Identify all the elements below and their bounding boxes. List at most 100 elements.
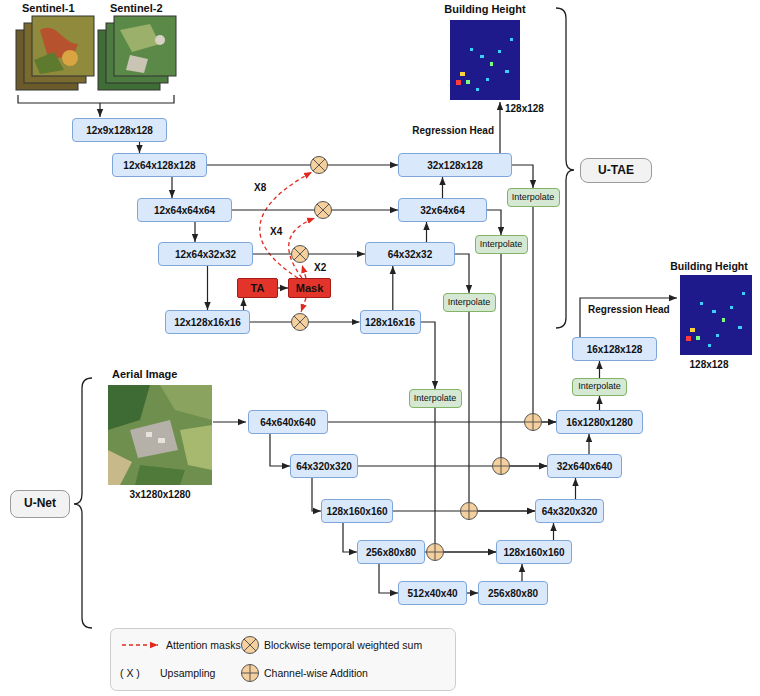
upsampling-factor: X2 xyxy=(314,262,326,274)
box-label: 16x128x128 xyxy=(587,344,643,355)
height-map xyxy=(680,275,752,355)
box-label: Interpolate xyxy=(578,382,621,392)
section-tag: U-Net xyxy=(10,490,70,518)
tensor-box: 64x320x320 xyxy=(290,454,358,478)
interpolate-box: Interpolate xyxy=(409,389,462,408)
section-bracket xyxy=(74,378,92,628)
legend-text: Channel-wise Addition xyxy=(264,667,368,679)
tensor-box: 128x160x160 xyxy=(496,540,572,564)
box-label: 256x80x80 xyxy=(488,588,538,599)
connector xyxy=(207,164,398,165)
box-label: 32x640x640 xyxy=(557,461,613,472)
connector xyxy=(278,287,288,288)
tensor-box: 64x32x32 xyxy=(365,242,455,266)
tensor-box: 512x40x40 xyxy=(398,581,467,605)
aerial-photo xyxy=(158,438,165,443)
interpolate-box: Interpolate xyxy=(507,188,560,207)
tensor-box: 16x1280x1280 xyxy=(556,410,643,434)
connector xyxy=(194,222,195,242)
weighted-sum-symbol xyxy=(292,314,309,331)
upsampling-factor: X4 xyxy=(270,226,282,238)
attention-mask-arrows xyxy=(260,172,312,278)
tensor-box: 32x64x64 xyxy=(398,198,487,222)
aerial-photo xyxy=(108,385,212,485)
aerial-photo xyxy=(180,425,212,470)
legend-symbol: ( X ) xyxy=(120,667,140,679)
attention-mask-arrows xyxy=(289,218,315,278)
sentinel-2-stack xyxy=(155,35,165,45)
box-label: 128x16x16 xyxy=(365,317,415,328)
legend-text: Attention masks xyxy=(166,639,241,651)
aerial-photo xyxy=(108,385,212,485)
tensor-box: 64x640x640 xyxy=(248,410,328,434)
height-map xyxy=(742,292,745,295)
height-map xyxy=(700,302,703,305)
addition-symbol xyxy=(525,414,542,431)
aerial-photo xyxy=(108,385,150,430)
tensor-box: 12x64x128x128 xyxy=(112,153,207,177)
regression-arrow xyxy=(580,298,677,337)
box-label: 12x64x64x64 xyxy=(154,205,215,216)
connector xyxy=(207,266,208,310)
box-label: Mask xyxy=(296,282,324,294)
box-label: 64x32x32 xyxy=(388,249,433,260)
image-caption: Sentinel-2 xyxy=(110,2,163,15)
box-label: 12x64x32x32 xyxy=(175,249,236,260)
dimension-label: 128x128 xyxy=(505,103,544,115)
sentinel-2-stack xyxy=(98,16,176,90)
height-map xyxy=(680,275,752,355)
weighted-sum-symbol xyxy=(292,246,309,263)
box-label: 256x80x80 xyxy=(366,547,416,558)
output-caption: Building Height xyxy=(430,3,540,16)
height-map xyxy=(498,50,501,53)
connector xyxy=(442,177,443,198)
tensor-box: 256x80x80 xyxy=(357,540,425,564)
input-bracket xyxy=(18,95,174,117)
tensor-box: 32x640x640 xyxy=(547,454,622,478)
tensor-box: 12x9x128x128 xyxy=(72,118,167,142)
addition-symbol xyxy=(427,544,444,561)
box-label: 512x40x40 xyxy=(407,588,457,599)
height-map xyxy=(738,326,742,329)
height-map xyxy=(476,88,479,91)
legend-panel xyxy=(111,629,456,691)
tensor-box: 64x320x320 xyxy=(535,499,604,523)
height-map xyxy=(470,48,473,51)
connector xyxy=(469,312,535,511)
head-label: Regression Head xyxy=(588,304,670,316)
connector xyxy=(171,177,172,198)
height-map xyxy=(722,318,725,322)
addition-symbol xyxy=(242,665,259,682)
box-label: 64x320x320 xyxy=(542,506,598,517)
image-caption: Aerial Image xyxy=(112,368,177,381)
connector xyxy=(467,592,478,593)
box-label: 12x128x16x16 xyxy=(174,317,241,328)
box-label: 64x640x640 xyxy=(260,417,316,428)
height-map xyxy=(696,336,700,340)
legend-panel xyxy=(122,644,158,645)
connector xyxy=(343,523,357,552)
dimension-label: 128x128 xyxy=(664,359,754,371)
connector xyxy=(243,298,244,310)
tensor-box: 12x64x64x64 xyxy=(137,198,232,222)
connector xyxy=(533,207,556,422)
box-label: 32x64x64 xyxy=(420,205,465,216)
sentinel-2-stack xyxy=(114,16,176,76)
connector xyxy=(358,465,547,466)
aerial-photo xyxy=(146,432,152,437)
dimension-label: 3x1280x1280 xyxy=(100,489,220,501)
connector xyxy=(575,478,576,499)
weighted-sum-symbol xyxy=(242,157,332,654)
attention-box: TA xyxy=(237,278,278,298)
weighted-sum-symbol xyxy=(242,637,259,654)
height-map xyxy=(505,70,509,73)
connector xyxy=(553,523,554,540)
box-label: 64x320x320 xyxy=(296,461,352,472)
regression-arrow xyxy=(499,102,500,153)
box-label: 12x64x128x128 xyxy=(123,160,195,171)
height-map xyxy=(480,55,484,58)
addition-symbol xyxy=(461,503,478,520)
connector xyxy=(599,396,600,410)
connector xyxy=(421,322,436,389)
tensor-box: 16x128x128 xyxy=(572,337,657,361)
